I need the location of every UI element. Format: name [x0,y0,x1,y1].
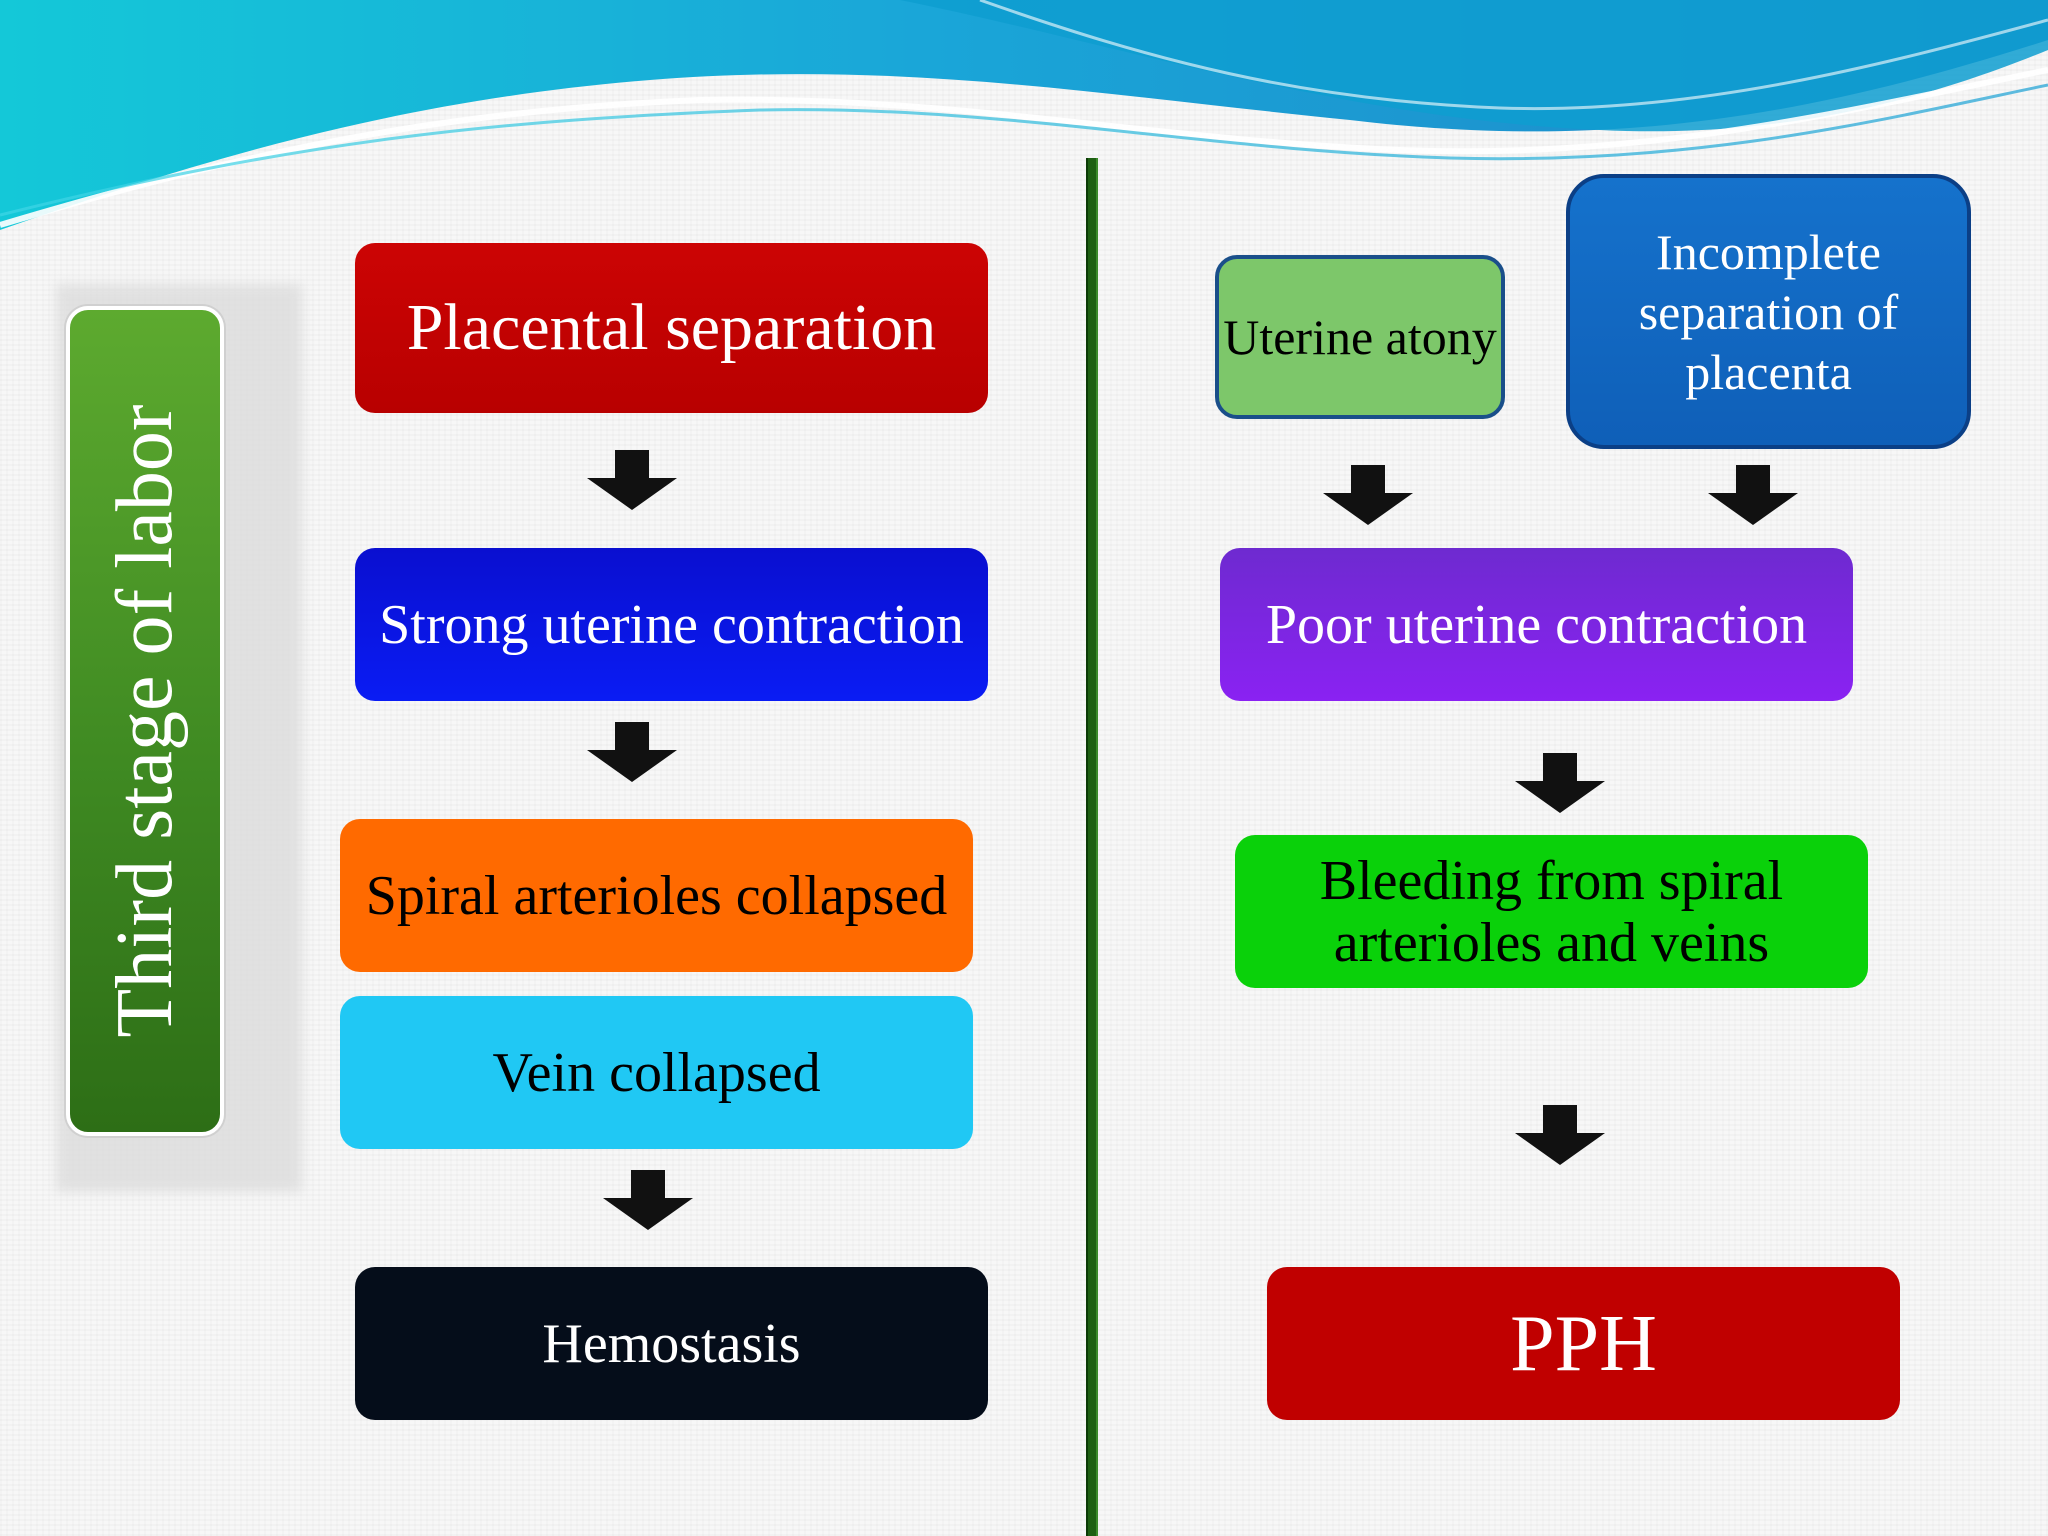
hemostasis-label: Hemostasis [542,1312,801,1375]
down-arrow-icon [1323,465,1413,525]
header-wave-decoration [0,0,2048,230]
down-arrow-icon [587,722,677,782]
bleeding-label: Bleeding from spiral arterioles and vein… [1319,849,1784,974]
poor-contraction-label: Poor uterine contraction [1265,593,1808,656]
poor-contraction-box: Poor uterine contraction [1220,548,1853,701]
down-arrow-icon [587,450,677,510]
sidebar-label: Third stage of labor [101,404,189,1038]
placental-separation-label: Placental separation [406,291,937,364]
column-divider [1086,158,1098,1536]
vein-collapsed-label: Vein collapsed [492,1041,821,1104]
uterine-atony-label: Uterine atony [1223,309,1497,365]
pph-box: PPH [1267,1267,1900,1420]
sidebar-panel [66,306,224,1136]
placental-separation-box: Placental separation [355,243,988,413]
strong-contraction-box: Strong uterine contraction [355,548,988,701]
incomplete-separation-box: Incomplete separation of placenta [1566,174,1971,449]
incomplete-separation-label: Incomplete separation of placenta [1638,223,1899,400]
down-arrow-icon [1708,465,1798,525]
down-arrow-icon [603,1170,693,1230]
spiral-collapsed-label: Spiral arterioles collapsed [365,864,948,927]
strong-contraction-label: Strong uterine contraction [379,593,964,656]
uterine-atony-box: Uterine atony [1215,255,1505,419]
pph-label: PPH [1510,1299,1657,1388]
vein-collapsed-box: Vein collapsed [340,996,973,1149]
down-arrow-icon [1515,753,1605,813]
hemostasis-box: Hemostasis [355,1267,988,1420]
spiral-collapsed-box: Spiral arterioles collapsed [340,819,973,972]
down-arrow-icon [1515,1105,1605,1165]
bleeding-box: Bleeding from spiral arterioles and vein… [1235,835,1868,988]
